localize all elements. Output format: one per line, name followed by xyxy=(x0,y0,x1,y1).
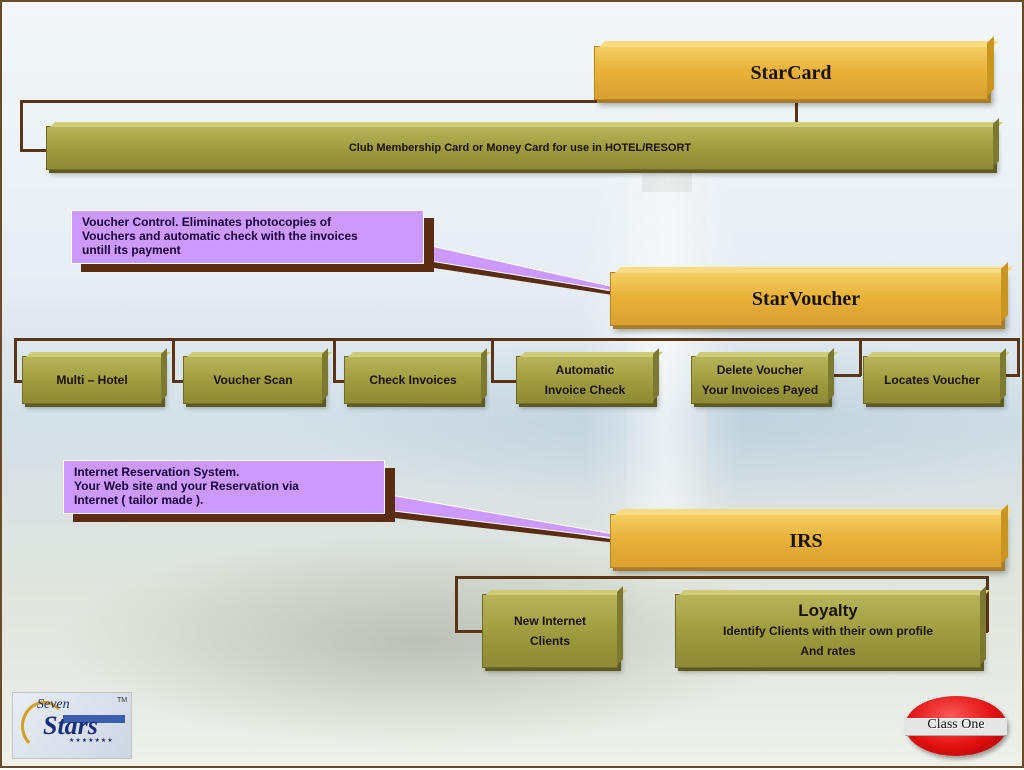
starcard-description-box: Club Membership Card or Money Card for u… xyxy=(46,126,994,170)
class-one-badge: Class One xyxy=(905,696,1007,756)
module-voucher-scan: Voucher Scan xyxy=(183,356,323,404)
logo-swirl-icon xyxy=(21,701,67,751)
irs-callout-line: Internet Reservation System. xyxy=(74,465,240,479)
connector-voucher-tick xyxy=(831,374,861,377)
module-label: Automatic xyxy=(555,363,615,377)
irs-new-clients-box: New Internet Clients xyxy=(482,594,618,668)
connector-irs-tick xyxy=(455,630,483,633)
connector-voucher-tick xyxy=(1002,374,1020,377)
voucher-callout-line: Vouchers and automatic check with the in… xyxy=(82,229,358,243)
starcard-description: Club Membership Card or Money Card for u… xyxy=(348,142,692,154)
irs-loyalty-box: Loyalty Identify Clients with their own … xyxy=(675,594,981,668)
irs-new-clients-line: New Internet xyxy=(513,614,586,628)
voucher-callout-line: untill its payment xyxy=(82,243,181,257)
logo-main-text: Stars xyxy=(43,711,98,740)
connector-voucher-drop xyxy=(859,338,862,376)
module-check-invoices: Check Invoices xyxy=(344,356,482,404)
module-delete-voucher: Delete Voucher Your Invoices Payed xyxy=(691,356,829,404)
loyalty-line: Identify Clients with their own profile xyxy=(722,624,933,638)
connector-voucher-drop xyxy=(333,338,336,382)
logo-star-row-icon: ★★★★★★★ xyxy=(69,738,114,744)
module-label: Your Invoices Payed xyxy=(701,383,819,397)
irs-title: IRS xyxy=(789,529,823,552)
irs-callout: Internet Reservation System. Your Web si… xyxy=(63,460,385,514)
irs-new-clients-line: Clients xyxy=(529,634,570,648)
module-label: Voucher Scan xyxy=(213,373,293,387)
logo-top-text: Seven xyxy=(37,697,70,712)
irs-callout-line: Your Web site and your Reservation via xyxy=(74,479,299,493)
loyalty-title: Loyalty xyxy=(798,601,858,620)
class-one-label: Class One xyxy=(927,717,985,732)
connector-irs-drop xyxy=(455,576,458,632)
voucher-callout: Voucher Control. Eliminates photocopies … xyxy=(71,210,424,264)
module-label: Delete Voucher xyxy=(716,363,804,377)
connector-voucher-drop xyxy=(172,338,175,382)
module-locates-voucher: Locates Voucher xyxy=(863,356,1001,404)
connector-voucher-tick xyxy=(172,380,184,383)
module-label: Locates Voucher xyxy=(884,373,980,387)
starcard-title: StarCard xyxy=(750,61,832,84)
irs-box: IRS xyxy=(610,514,1002,568)
connector-voucher-tick xyxy=(333,380,345,383)
connector-voucher-drop xyxy=(491,338,494,382)
seven-stars-logo: Seven Stars TM ★★★★★★★ xyxy=(12,692,132,759)
loyalty-line: And rates xyxy=(800,644,856,658)
connector-voucher-tick xyxy=(491,380,517,383)
connector-voucher-drop xyxy=(1017,338,1020,376)
starvoucher-box: StarVoucher xyxy=(610,272,1002,326)
module-multi-hotel: Multi – Hotel xyxy=(22,356,162,404)
starvoucher-title: StarVoucher xyxy=(751,287,861,310)
connector-irs-drop xyxy=(986,576,989,632)
module-label: Multi – Hotel xyxy=(56,373,128,387)
class-one-band xyxy=(905,718,1007,736)
module-label: Check Invoices xyxy=(369,373,457,387)
logo-strip xyxy=(63,715,125,723)
connector-voucher-drop xyxy=(14,338,17,382)
connector-irs-bar xyxy=(455,576,989,579)
starcard-box: StarCard xyxy=(594,46,988,100)
connector-voucher-tick xyxy=(14,380,22,383)
connector-voucher-bar xyxy=(14,338,1020,341)
logo-tm-mark: TM xyxy=(117,697,128,704)
module-automatic-invoice-check: Automatic Invoice Check xyxy=(516,356,654,404)
irs-callout-line: Internet ( tailor made ). xyxy=(74,493,204,507)
module-label: Invoice Check xyxy=(544,383,626,397)
voucher-callout-line: Voucher Control. Eliminates photocopies … xyxy=(82,215,332,229)
